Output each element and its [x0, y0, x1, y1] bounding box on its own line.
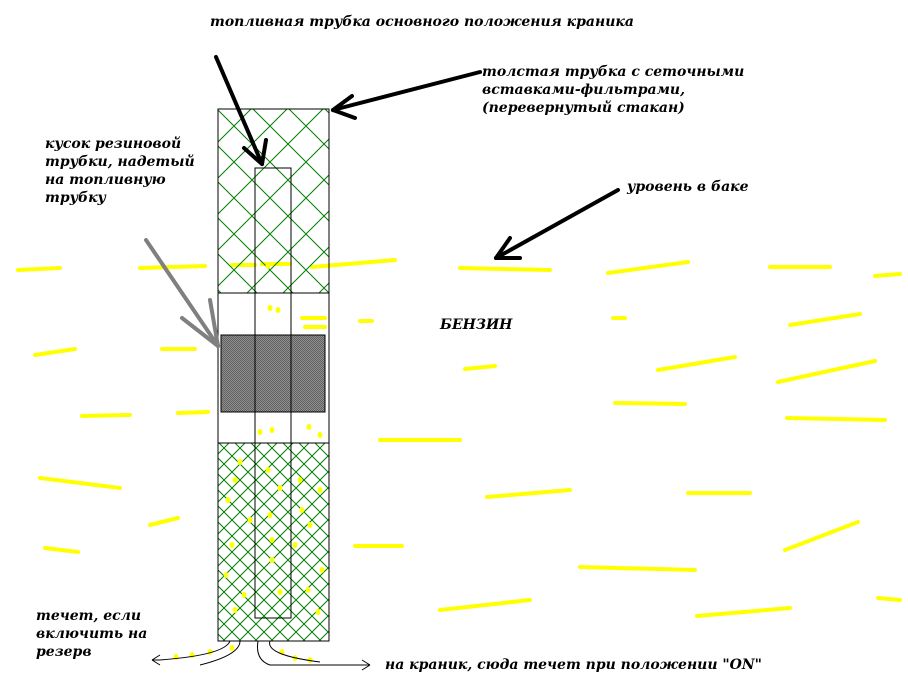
petrol-dot: [299, 507, 305, 513]
petrol-dot: [306, 424, 312, 430]
fuel-tube: [254, 167, 292, 619]
label-line: на топливную: [45, 172, 166, 188]
petrol-dash: [33, 347, 77, 357]
petrol-dash: [788, 312, 862, 327]
petrol-dash: [785, 416, 887, 422]
petrol-dash: [148, 516, 180, 527]
label-line: трубку: [45, 190, 106, 206]
petrol-dash: [578, 565, 697, 572]
left-arrow-icon: [151, 654, 161, 666]
petrol-dot: [232, 607, 238, 613]
petrol-dot: [317, 432, 323, 438]
petrol-dash: [873, 272, 902, 278]
petrol-dash: [458, 266, 552, 272]
petrol-dot: [277, 485, 283, 491]
petrol-dash: [463, 364, 497, 371]
petrol-dash: [16, 266, 62, 272]
petrol-dot: [229, 645, 235, 651]
label-rubber-piece: кусок резиновой трубки, надетый на топли…: [45, 135, 195, 207]
petrol-dot: [223, 572, 229, 578]
label-tank-level: уровень в баке: [627, 179, 749, 195]
petrol-dot: [267, 305, 273, 311]
petrol-dot: [269, 427, 275, 433]
petrol-dot: [269, 557, 275, 563]
label-fuel-tube: топливная трубка основного положения кра…: [210, 14, 634, 30]
rubber-tube-piece: [220, 334, 326, 413]
label-petrol: БЕНЗИН: [440, 317, 513, 333]
label-on-flow: на краник, сюда течет при положении "ON": [385, 657, 762, 673]
petrol-dot: [317, 487, 323, 493]
arrow-tank-level-icon: [494, 188, 620, 260]
petrol-dash: [876, 596, 902, 602]
petrol-dot: [241, 592, 247, 598]
label-line: включить на: [36, 626, 148, 642]
petrol-dash: [43, 546, 80, 554]
petrol-dot: [305, 587, 311, 593]
petrol-dots-inside: [173, 263, 325, 663]
petrol-dot: [247, 517, 253, 523]
upper-mesh-filter: [217, 108, 330, 294]
flow-lines: [159, 640, 370, 666]
petrol-dash: [776, 359, 877, 384]
petrol-dash: [80, 413, 132, 418]
petrol-dot: [319, 567, 325, 573]
petrol-dot: [225, 497, 231, 503]
petrol-dot: [232, 477, 238, 483]
right-arrow-icon: [361, 659, 371, 671]
petrol-dot: [297, 477, 303, 483]
petrol-dash: [783, 520, 860, 552]
petrol-dash: [656, 355, 737, 372]
petrol-dash: [613, 401, 687, 406]
label-thick-tube: толстая трубка с сеточными вставками-фил…: [482, 63, 744, 117]
label-reserve: течет, если включить на резерв: [36, 607, 147, 661]
petrol-dash: [695, 606, 792, 618]
petrol-dash: [485, 488, 572, 499]
petrol-dash: [438, 598, 532, 612]
label-line: кусок резиновой: [45, 136, 182, 152]
petrol-dash: [606, 260, 690, 275]
petrol-dot: [267, 512, 273, 518]
petrol-dot: [307, 657, 313, 663]
petrol-dot: [292, 542, 298, 548]
petrol-dot: [269, 537, 275, 543]
label-line: трубки, надетый: [45, 154, 195, 170]
arrow-fuel-tube-icon: [214, 55, 268, 166]
petrol-dash: [138, 264, 207, 270]
petrol-dashes: [16, 258, 902, 618]
petrol-dot: [257, 429, 263, 435]
petrol-dot: [229, 542, 235, 548]
petrol-dot: [237, 459, 243, 465]
petrol-dot: [315, 609, 321, 615]
label-line: (перевернутый стакан): [482, 100, 685, 116]
petrol-dot: [307, 522, 313, 528]
petrol-dash: [38, 476, 122, 490]
petrol-dash: [176, 410, 210, 415]
label-line: толстая трубка с сеточными: [482, 64, 745, 80]
petrol-dot: [265, 467, 271, 473]
petrol-dot: [277, 589, 283, 595]
arrow-rubber-icon: [144, 238, 220, 348]
label-line: резерв: [36, 644, 92, 660]
petrol-dot: [265, 263, 271, 269]
arrow-thick-tube-icon: [331, 70, 482, 120]
label-line: течет, если: [36, 608, 142, 624]
label-line: вставками-фильтрами,: [482, 82, 685, 98]
petrol-dot: [275, 307, 281, 313]
